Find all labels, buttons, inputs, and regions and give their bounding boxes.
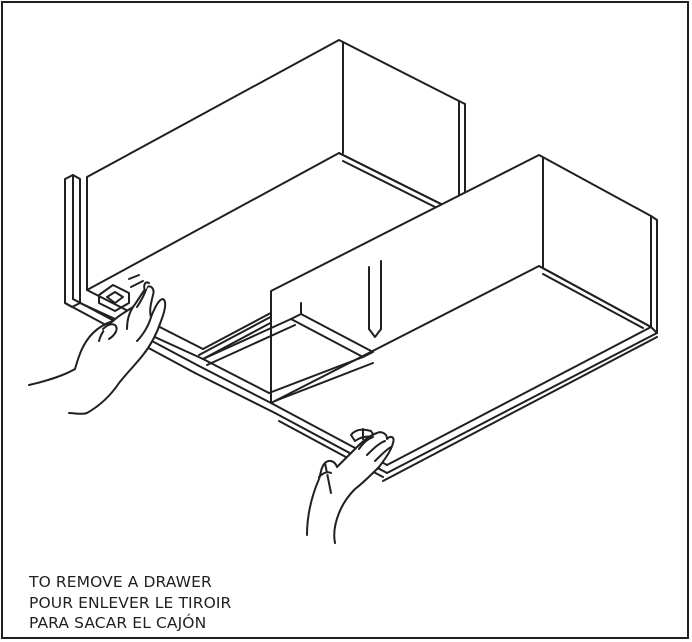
caption-line-spanish: PARA SACAR EL CAJÓN [29,614,207,632]
right-hand-icon [306,431,395,544]
center-frame [194,260,382,414]
instruction-caption: TO REMOVE A DRAWER POUR ENLEVER LE TIROI… [29,572,231,634]
caption-line-french: POUR ENLEVER LE TIROIR [29,593,232,612]
right-drawer [270,154,658,482]
left-hand-icon [28,281,167,415]
cabinet-drawer-illustration [28,39,658,544]
drawer-clip-left [98,274,144,312]
caption-line-english: TO REMOVE A DRAWER [29,573,212,591]
